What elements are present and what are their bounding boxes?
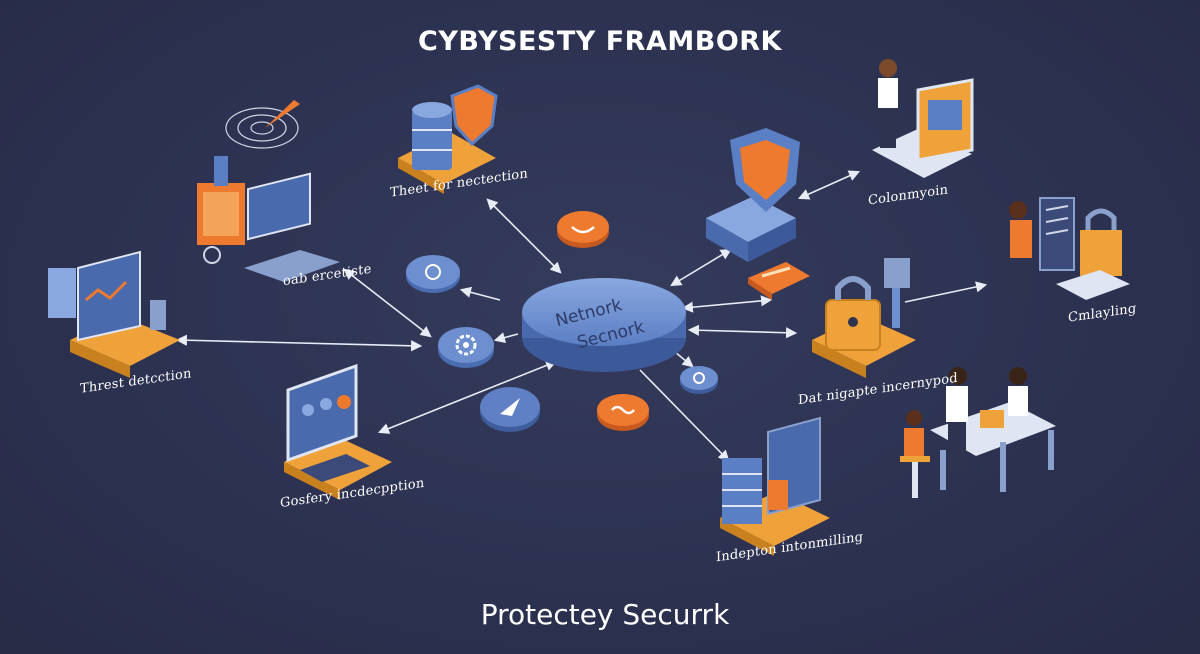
network-hub: Netnork Secnork <box>522 278 686 372</box>
page-title: CYBYSESTY FRAMBORK <box>418 26 782 57</box>
chip-left-top <box>406 255 460 293</box>
connection-arrows <box>175 170 988 462</box>
database-shield-icon <box>398 84 498 194</box>
person-tablet <box>1009 197 1130 302</box>
page-subtitle: Protectey Securrk <box>480 598 730 631</box>
monitor-icon <box>48 250 180 378</box>
chip-right-small <box>680 366 718 394</box>
shield-icon <box>706 128 800 262</box>
monitor-bottom-left <box>284 363 392 500</box>
card-orange <box>748 262 810 300</box>
chip-orange-bottom <box>597 394 649 431</box>
server-icon <box>720 416 830 556</box>
people-icon <box>900 367 1056 498</box>
lock-icon <box>812 258 916 378</box>
chip-bottom-left <box>480 387 540 432</box>
gear-icon <box>438 327 494 368</box>
workstation-left-top <box>197 156 340 282</box>
radar-icon <box>225 100 300 149</box>
laptop-icon <box>872 59 974 178</box>
chip-orange-top <box>557 211 609 248</box>
